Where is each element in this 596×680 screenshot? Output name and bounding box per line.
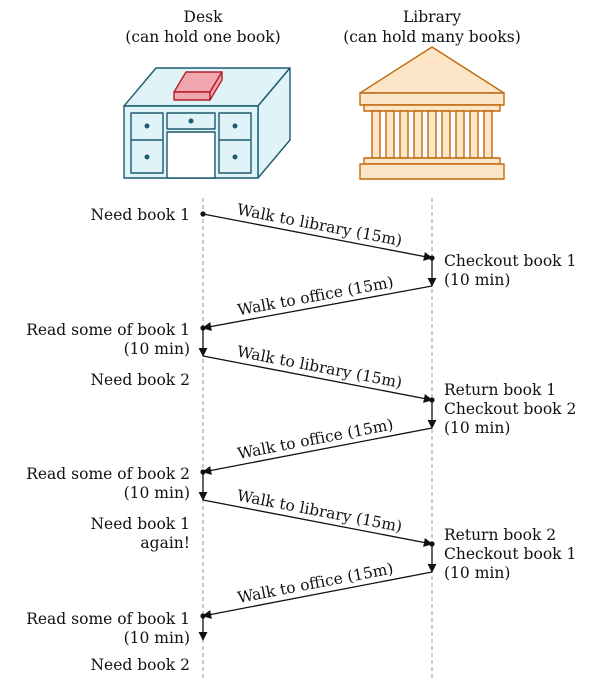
library-icon [359, 46, 505, 180]
library-event-label: (10 min) [444, 564, 510, 582]
desk-event-label: Need book 2 [90, 656, 190, 674]
desk-knee-space [166, 131, 216, 179]
library-event-label: Checkout book 1 [444, 252, 576, 270]
desk-left-pedestal [130, 112, 164, 174]
desk-event-label: Need book 1 [90, 206, 190, 224]
library-header: Library (can hold many books) [343, 8, 521, 46]
library-column [371, 110, 381, 159]
library-column [413, 110, 423, 159]
desk-event-label: Read some of book 1 [26, 321, 190, 339]
desk-event-label: (10 min) [124, 629, 190, 647]
desk-header: Desk (can hold one book) [125, 8, 280, 46]
library-roof [359, 46, 505, 94]
desk-event-label: Read some of book 2 [26, 465, 190, 483]
walk-to-library-arrow [202, 213, 433, 261]
library-column [441, 110, 451, 159]
library-event-label: (10 min) [444, 271, 510, 289]
desk-knob [144, 123, 150, 129]
desk-knob [144, 154, 150, 160]
walk-to-office-label: Walk to office (15m) [236, 273, 395, 319]
desk-event-label: Read some of book 1 [26, 610, 190, 628]
library-column [427, 110, 437, 159]
library-column [469, 110, 479, 159]
desk-knob [188, 118, 194, 124]
library-column [483, 110, 493, 159]
library-title: Library [403, 8, 461, 26]
desk-icon [123, 67, 291, 179]
library-event-label: (10 min) [444, 419, 510, 437]
desk-event-label: Need book 1 [90, 515, 190, 533]
desk-event-label: Need book 2 [90, 371, 190, 389]
desk-event-label: (10 min) [124, 484, 190, 502]
library-subtitle: (can hold many books) [343, 28, 521, 46]
desk-knob [232, 123, 238, 129]
library-column [385, 110, 395, 159]
desk-right-pedestal [218, 112, 252, 174]
walk-to-office-arrow [202, 571, 433, 619]
book-spine [173, 91, 211, 101]
desk-event-label: (10 min) [124, 340, 190, 358]
library-event-label: Return book 1 [444, 381, 556, 399]
walk-to-office-arrow [202, 427, 433, 475]
walk-to-office-arrow [202, 285, 433, 331]
library-event-label: Checkout book 2 [444, 400, 576, 418]
library-base-step [363, 157, 501, 165]
desk-knob [232, 154, 238, 160]
desk-event-label: again! [140, 534, 190, 552]
desk-subtitle: (can hold one book) [125, 28, 280, 46]
library-column [455, 110, 465, 159]
library-entablature [359, 92, 505, 106]
book-icon [173, 71, 223, 101]
library-base [359, 163, 505, 180]
library-top-step [363, 104, 501, 112]
library-event-label: Checkout book 1 [444, 545, 576, 563]
walk-to-library-arrow [202, 355, 433, 403]
library-column [399, 110, 409, 159]
walk-to-library-arrow [202, 499, 433, 547]
book-edge [209, 71, 223, 101]
library-event-label: Return book 2 [444, 526, 556, 544]
desk-title: Desk [184, 8, 224, 26]
